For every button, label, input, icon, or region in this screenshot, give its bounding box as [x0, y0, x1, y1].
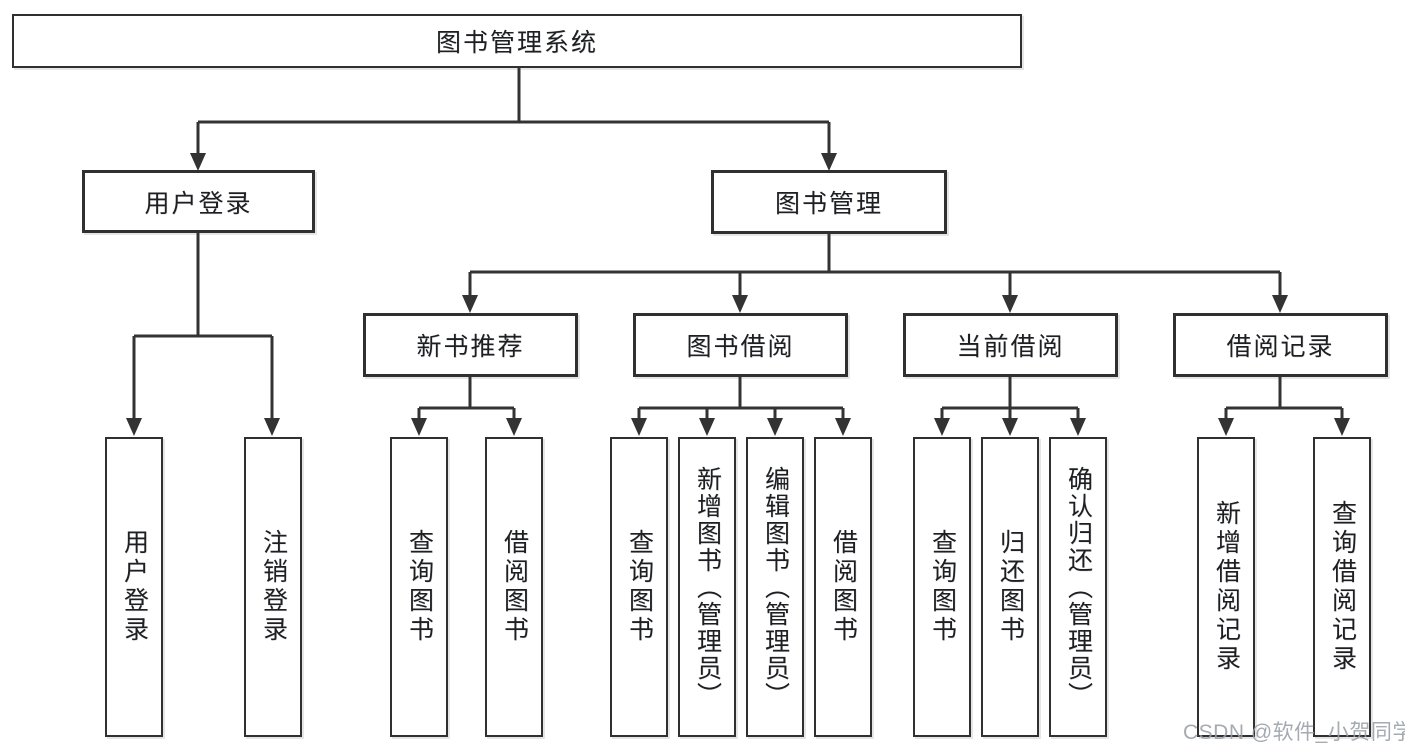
node-label: 注销登录 [259, 529, 288, 645]
leaf-cb-query-books: 查询图书 [913, 437, 971, 737]
node-label: 确认归还（管理员） [1064, 465, 1093, 709]
arrowhead [411, 418, 522, 436]
node-label: 归还图书 [996, 529, 1025, 645]
node-book-management: 图书管理 [711, 170, 947, 234]
connector-user-login [132, 231, 274, 421]
node-label: 图书管理系统 [435, 29, 598, 57]
node-label: 查询图书 [625, 529, 654, 645]
node-label: 查询图书 [405, 529, 434, 645]
node-label: 查询借阅记录 [1328, 500, 1357, 674]
leaf-bb-borrow-books: 借阅图书 [814, 437, 872, 737]
node-user-login: 用户登录 [82, 170, 315, 233]
node-label: 查询图书 [928, 529, 957, 645]
connector-borrow-records [1224, 376, 1344, 421]
node-label: 图书管理 [774, 190, 883, 218]
node-label: 新增借阅记录 [1212, 500, 1241, 674]
leaf-cb-confirm-return-admin: 确认归还（管理员） [1049, 437, 1107, 737]
node-label: 当前借阅 [956, 333, 1065, 361]
connector-book-borrow [637, 376, 845, 421]
node-borrow-records: 借阅记录 [1173, 313, 1388, 377]
csdn-watermark: CSDN @软件_小贺同学 [1183, 721, 1405, 744]
node-library-management-system: 图书管理系统 [12, 14, 1022, 68]
arrowhead [126, 418, 280, 436]
node-new-book-recommend: 新书推荐 [363, 313, 578, 377]
leaf-logout-login: 注销登录 [244, 437, 302, 737]
leaf-bb-edit-books-admin: 编辑图书（管理员） [746, 437, 804, 737]
arrowhead [462, 295, 1288, 313]
leaf-nbr-query-books: 查询图书 [390, 437, 448, 737]
leaf-bb-query-books: 查询图书 [610, 437, 668, 737]
node-label: 用户登录 [144, 189, 253, 218]
node-label: 图书借阅 [686, 333, 795, 361]
node-label: 编辑图书（管理员） [761, 465, 790, 709]
arrowhead [934, 418, 1086, 436]
node-label: 借阅图书 [500, 529, 529, 645]
arrowhead [631, 418, 851, 436]
arrowhead [1218, 418, 1350, 436]
connector-new-book-recommend [417, 376, 516, 421]
leaf-br-query-record: 查询借阅记录 [1313, 437, 1371, 737]
leaf-br-add-record: 新增借阅记录 [1197, 437, 1255, 737]
leaf-user-login: 用户登录 [105, 437, 163, 737]
node-label: 新书推荐 [416, 333, 525, 361]
leaf-cb-return-books: 归还图书 [981, 437, 1039, 737]
node-book-borrow: 图书借阅 [633, 313, 848, 377]
leaf-bb-add-books-admin: 新增图书（管理员） [678, 437, 736, 737]
connector-root [196, 68, 831, 156]
leaf-nbr-borrow-books: 借阅图书 [485, 437, 543, 737]
arrowhead [190, 153, 837, 171]
node-current-borrow: 当前借阅 [903, 313, 1118, 377]
connector-current-borrow [940, 376, 1080, 421]
node-label: 新增图书（管理员） [693, 465, 722, 709]
connector-book-management [468, 232, 1282, 298]
node-label: 借阅图书 [829, 529, 858, 645]
node-label: 借阅记录 [1226, 333, 1335, 361]
node-label: 用户登录 [120, 529, 149, 645]
